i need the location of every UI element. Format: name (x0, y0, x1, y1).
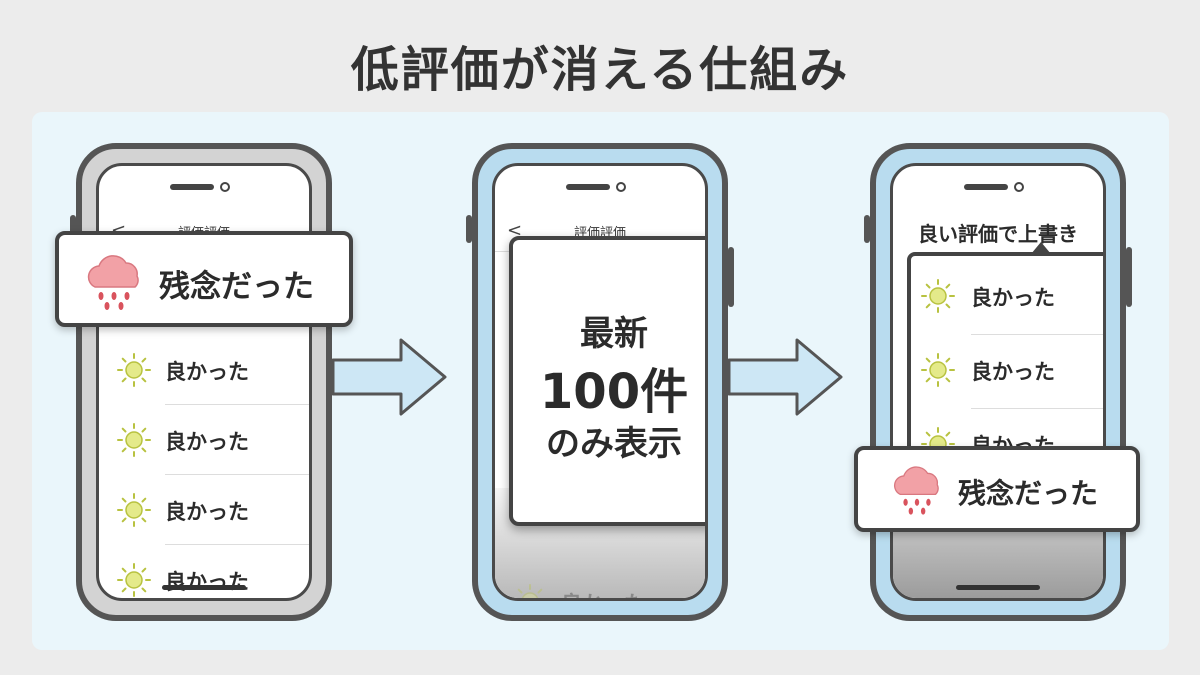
divider (165, 474, 309, 475)
phone-before: < 評価評価 良かった (70, 143, 338, 621)
pointer-icon (1031, 242, 1051, 254)
bad-review-card: 残念だった (55, 231, 353, 327)
camera-icon (616, 182, 626, 192)
review-label: 良かった (165, 500, 249, 524)
latest-100-box: 最新 100件 のみ表示 (509, 236, 705, 526)
bad-review-label: 残念だった (159, 269, 314, 305)
speaker-icon (170, 184, 214, 190)
side-button (466, 215, 472, 243)
box-line-only-shown: のみ表示 (546, 424, 682, 464)
divider (165, 404, 309, 405)
list-item: 良かった (99, 544, 309, 598)
overwrite-title: 良い評価で上書き (918, 222, 1078, 246)
list-item: 良かった (99, 474, 309, 544)
sun-icon (921, 353, 955, 387)
sun-icon (117, 423, 151, 457)
home-indicator (162, 585, 246, 590)
rain-cloud-icon (894, 466, 939, 515)
list-item: 良かった (911, 334, 1103, 404)
sun-icon (117, 353, 151, 387)
arrow-right-icon (331, 338, 447, 416)
list-item: 良かった (99, 334, 309, 404)
review-label: 良かった (561, 588, 645, 598)
sun-icon (517, 584, 543, 598)
divider (971, 334, 1103, 335)
box-line-latest: 最新 (580, 314, 648, 354)
sun-icon (117, 493, 151, 527)
phone-overwritten: 良い評価で上書き 良かった (864, 143, 1132, 621)
list-item: 良かった (99, 404, 309, 474)
camera-icon (1014, 182, 1024, 192)
divider (971, 408, 1103, 409)
review-label: 良かった (165, 430, 249, 454)
bad-review-card: 残念だった (854, 446, 1140, 532)
sun-icon (117, 563, 151, 597)
review-label: 良かった (971, 286, 1055, 310)
review-label: 良かった (165, 570, 249, 594)
phone-screen: < 評価評価 良かった (96, 163, 312, 601)
list-item: 良かった (911, 260, 1103, 330)
speaker-icon (964, 184, 1008, 190)
sun-icon (921, 279, 955, 313)
review-label: 良かった (165, 360, 249, 384)
phone-screen: < 評価評価 良かった 最新 100件 のみ表示 (492, 163, 708, 601)
arrow-right-icon (727, 338, 843, 416)
home-indicator (956, 585, 1040, 590)
back-icon[interactable]: < (507, 220, 523, 241)
bad-review-label: 残念だった (958, 477, 1099, 510)
page-title: 低評価が消える仕組み (350, 42, 850, 98)
rain-cloud-icon (87, 255, 139, 310)
box-line-count: 100件 (539, 364, 689, 420)
side-button (70, 215, 76, 243)
camera-icon (220, 182, 230, 192)
review-label: 良かった (971, 360, 1055, 384)
side-button (728, 247, 734, 307)
side-button (864, 215, 870, 243)
side-button (1126, 247, 1132, 307)
phone-latest-100: < 評価評価 良かった 最新 100件 のみ表示 (466, 143, 734, 621)
phone-screen: 良い評価で上書き 良かった (890, 163, 1106, 601)
divider (165, 544, 309, 545)
speaker-icon (566, 184, 610, 190)
